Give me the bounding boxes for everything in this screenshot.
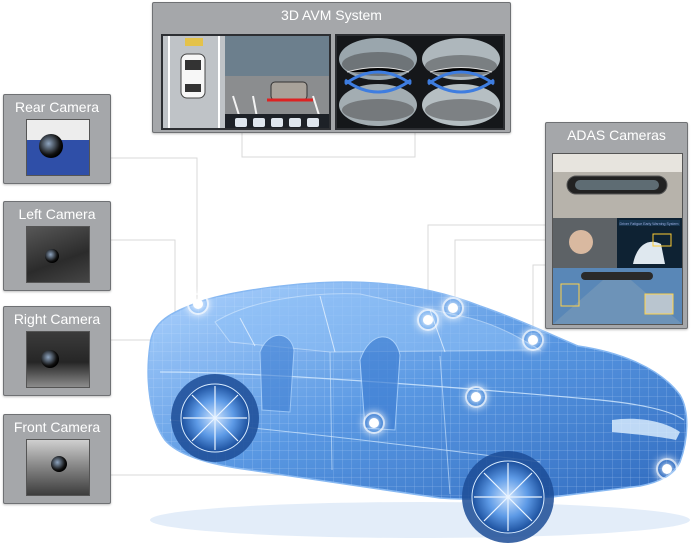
front-camera-panel: Front Camera xyxy=(3,414,111,504)
left-camera-photo xyxy=(26,226,90,283)
connector-adas-3 xyxy=(532,264,545,338)
connector-adas-2 xyxy=(454,239,545,306)
camera-lens-icon xyxy=(45,249,59,263)
camera-lens-icon xyxy=(39,134,63,158)
avm-view-button-icon xyxy=(271,118,283,127)
rear-camera-title: Rear Camera xyxy=(14,99,100,115)
left-camera-panel: Left Camera xyxy=(3,201,111,291)
left-camera-title: Left Camera xyxy=(18,206,96,222)
sensor-ring-icon xyxy=(656,458,678,480)
avm-panel-title: 3D AVM System xyxy=(281,7,382,23)
connector-adas-1 xyxy=(427,224,545,318)
sensor-ring-icon xyxy=(442,297,464,319)
sensor-ring-icon xyxy=(187,293,209,315)
adas-panel-title: ADAS Cameras xyxy=(567,127,666,143)
adas-photo-stack: Driver Fatigue Early Warning System xyxy=(552,153,683,325)
right-camera-title: Right Camera xyxy=(13,311,101,327)
front-camera-photo xyxy=(26,439,90,496)
avm-view-button-icon xyxy=(289,118,301,127)
right-camera-panel: Right Camera xyxy=(3,306,111,396)
camera-lens-icon xyxy=(51,456,67,472)
front-camera-title: Front Camera xyxy=(13,419,101,435)
connector-avm xyxy=(241,133,416,158)
headlight xyxy=(612,418,680,440)
rear-wheel xyxy=(171,374,259,462)
avm-birdseye-screen xyxy=(161,34,331,130)
sensor-ring-icon xyxy=(522,329,544,351)
sensor-ring-icon xyxy=(417,309,439,331)
car-body xyxy=(147,281,688,501)
avm-view-button-icon xyxy=(235,118,247,127)
avm-fisheye-screen xyxy=(335,34,505,130)
connector-left xyxy=(111,239,176,312)
sensor-ring-icon xyxy=(465,386,487,408)
adas-caption: Driver Fatigue Early Warning System xyxy=(620,222,679,226)
front-wheel xyxy=(462,451,554,543)
sensor-ring-icon xyxy=(363,412,385,434)
connector-rear xyxy=(111,157,198,300)
rear-camera-panel: Rear Camera xyxy=(3,94,111,184)
avm-view-button-icon xyxy=(307,118,319,127)
avm-system-panel: 3D AVM System xyxy=(152,2,511,133)
rear-camera-photo xyxy=(26,119,90,176)
camera-lens-icon xyxy=(41,350,59,368)
car-shadow xyxy=(150,502,690,538)
avm-view-button-icon xyxy=(253,118,265,127)
adas-cameras-panel: ADAS Cameras Driver Fatigue Early Warnin… xyxy=(545,122,688,329)
right-camera-photo xyxy=(26,331,90,388)
